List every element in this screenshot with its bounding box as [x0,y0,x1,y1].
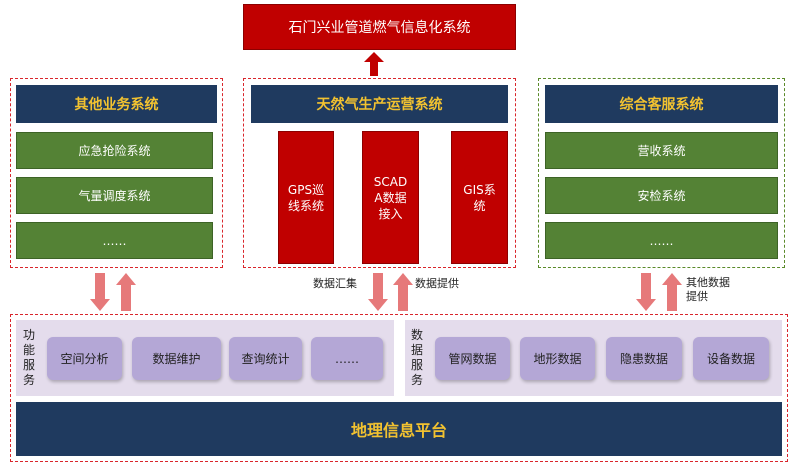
gis-module: GIS系 统 [451,131,508,264]
data-services-label: 数 据 服 务 [410,328,423,387]
equipment-data: 设备数据 [693,337,769,380]
data-collect-label: 数据汇集 [313,277,357,290]
other-data-label: 其他数据 提供 [686,276,730,303]
right-down-arrow [636,273,656,311]
middle-group-frame [243,78,516,268]
platform-frame [10,314,788,462]
right-up-arrow [662,273,682,311]
right-group-title: 综合客服系统 [545,85,778,123]
middle-up-arrow [393,273,413,311]
data-maintenance-service: 数据维护 [132,337,221,380]
right-item-billing: 营收系统 [545,132,778,169]
right-item-inspection: 安检系统 [545,177,778,214]
scada-module: SCAD A数据 接入 [362,131,419,264]
gis-platform: 地理信息平台 [16,402,782,456]
data-provide-label: 数据提供 [415,277,459,290]
query-statistics-service: 查询统计 [229,337,302,380]
function-services-label: 功 能 服 务 [22,328,35,387]
up-arrow-to-title [364,52,384,76]
left-up-arrow [116,273,136,311]
spatial-analysis-service: 空间分析 [47,337,122,380]
left-group-frame [10,78,223,268]
system-title: 石门兴业管道燃气信息化系统 [243,4,516,50]
function-more-service: …… [311,337,383,380]
pipe-network-data: 管网数据 [435,337,510,380]
middle-group-title: 天然气生产运营系统 [251,85,508,123]
left-item-dispatch: 气量调度系统 [16,177,213,214]
right-item-more: …… [545,222,778,259]
right-group-frame [538,78,785,268]
left-down-arrow [90,273,110,311]
left-item-more: …… [16,222,213,259]
middle-down-arrow [368,273,388,311]
left-group-title: 其他业务系统 [16,85,217,123]
left-item-emergency: 应急抢险系统 [16,132,213,169]
hazard-data: 隐患数据 [606,337,682,380]
terrain-data: 地形数据 [520,337,595,380]
gps-patrol-module: GPS巡 线系统 [278,131,334,264]
